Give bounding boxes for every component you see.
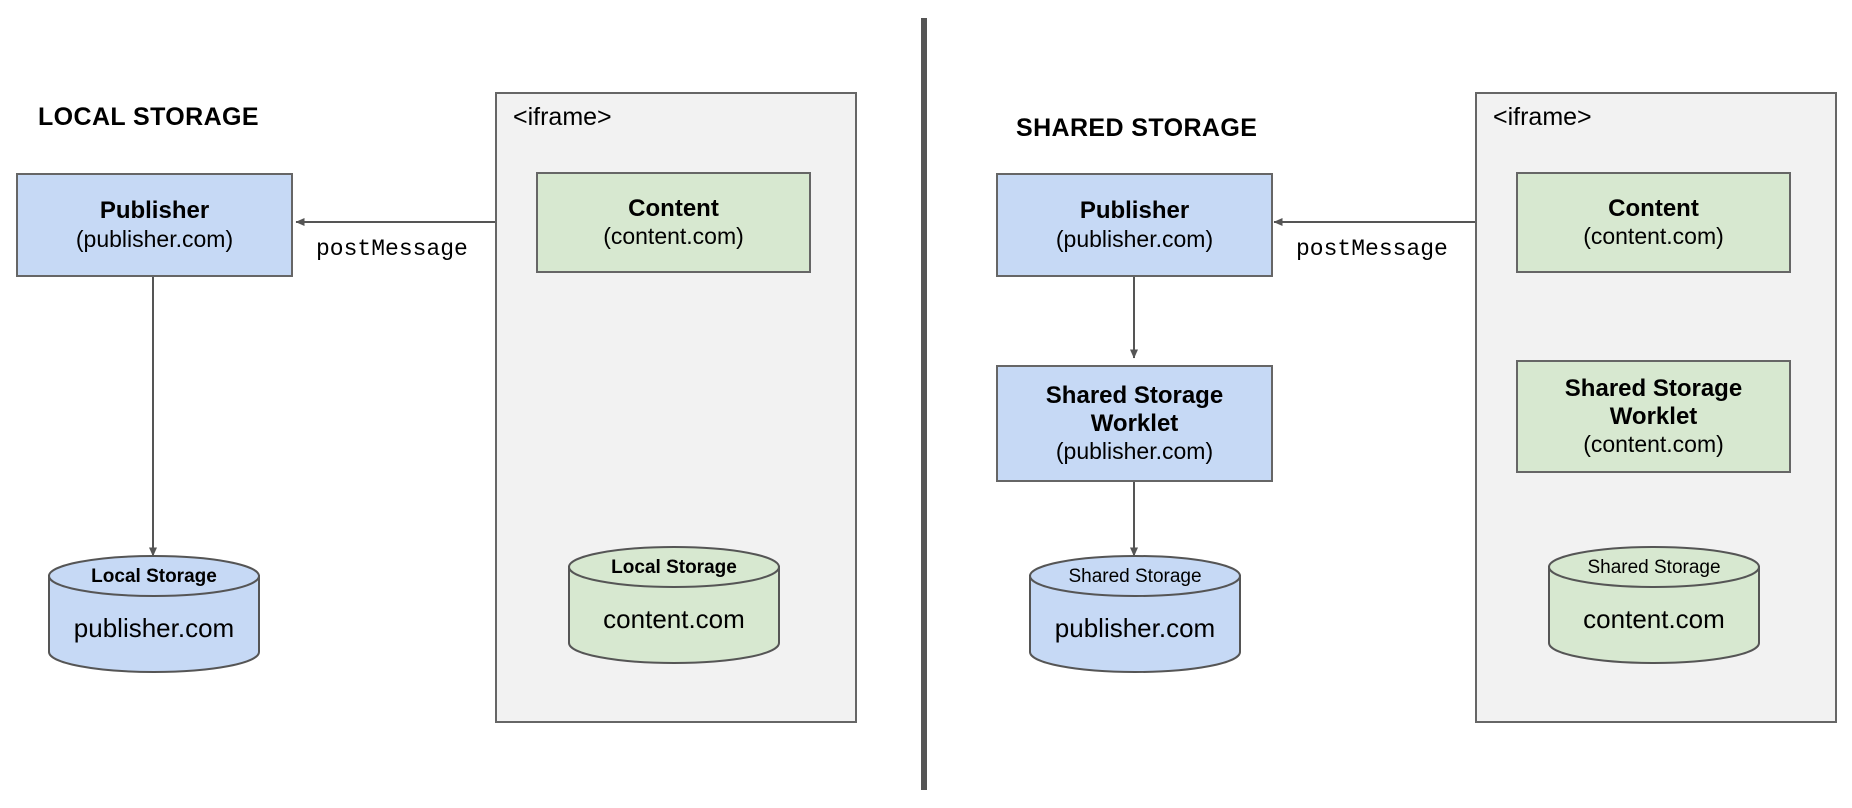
cylinder-left-content-store-top: Local Storage — [611, 557, 737, 578]
section-title-local-storage: LOCAL STORAGE — [38, 103, 259, 131]
node-right-content-worklet-title-line2: Worklet — [1609, 402, 1698, 430]
node-right-publisher-worklet-title-line2: Worklet — [1090, 409, 1179, 437]
cylinder-right-publisher-store-top: Shared Storage — [1068, 566, 1202, 587]
node-left-publisher-sub: (publisher.com) — [75, 225, 234, 252]
node-right-content[interactable]: Content (content.com) — [1516, 172, 1791, 273]
cylinder-left-publisher-store-top: Local Storage — [91, 566, 217, 587]
cylinder-left-content-store[interactable]: Local Storage content.com — [568, 546, 780, 664]
node-right-content-title: Content — [1608, 194, 1699, 222]
node-left-content[interactable]: Content (content.com) — [536, 172, 811, 273]
node-right-content-worklet-sub: (content.com) — [1583, 431, 1724, 458]
node-right-publisher[interactable]: Publisher (publisher.com) — [996, 173, 1273, 277]
section-title-shared-storage: SHARED STORAGE — [1016, 114, 1258, 142]
vertical-divider — [921, 18, 927, 790]
node-right-publisher-worklet[interactable]: Shared Storage Worklet (publisher.com) — [996, 365, 1273, 482]
cylinder-right-content-store[interactable]: Shared Storage content.com — [1548, 546, 1760, 664]
node-right-content-worklet-title-line1: Shared Storage — [1564, 374, 1743, 402]
node-left-content-sub: (content.com) — [603, 223, 744, 250]
cylinder-right-content-store-body: content.com — [1583, 604, 1725, 634]
node-right-publisher-worklet-title-line1: Shared Storage — [1045, 381, 1224, 409]
node-left-publisher[interactable]: Publisher (publisher.com) — [16, 173, 293, 277]
node-right-content-worklet[interactable]: Shared Storage Worklet (content.com) — [1516, 360, 1791, 473]
node-right-content-sub: (content.com) — [1583, 223, 1724, 250]
iframe-label-left: <iframe> — [513, 103, 612, 131]
node-right-publisher-sub: (publisher.com) — [1055, 225, 1214, 252]
cylinder-left-publisher-store[interactable]: Local Storage publisher.com — [48, 555, 260, 673]
node-left-publisher-title: Publisher — [99, 197, 210, 225]
cylinder-left-publisher-store-body: publisher.com — [73, 613, 235, 643]
node-right-publisher-title: Publisher — [1079, 197, 1190, 225]
iframe-label-right: <iframe> — [1493, 103, 1592, 131]
node-left-content-title: Content — [628, 194, 719, 222]
cylinder-right-publisher-store-body: publisher.com — [1054, 613, 1216, 643]
edge-label-left-postmessage: postMessage — [316, 236, 468, 262]
edge-label-right-postmessage: postMessage — [1296, 236, 1448, 262]
cylinder-right-content-store-top: Shared Storage — [1587, 557, 1721, 578]
node-right-publisher-worklet-sub: (publisher.com) — [1055, 438, 1214, 465]
cylinder-right-publisher-store[interactable]: Shared Storage publisher.com — [1029, 555, 1241, 673]
cylinder-left-content-store-body: content.com — [603, 604, 745, 634]
